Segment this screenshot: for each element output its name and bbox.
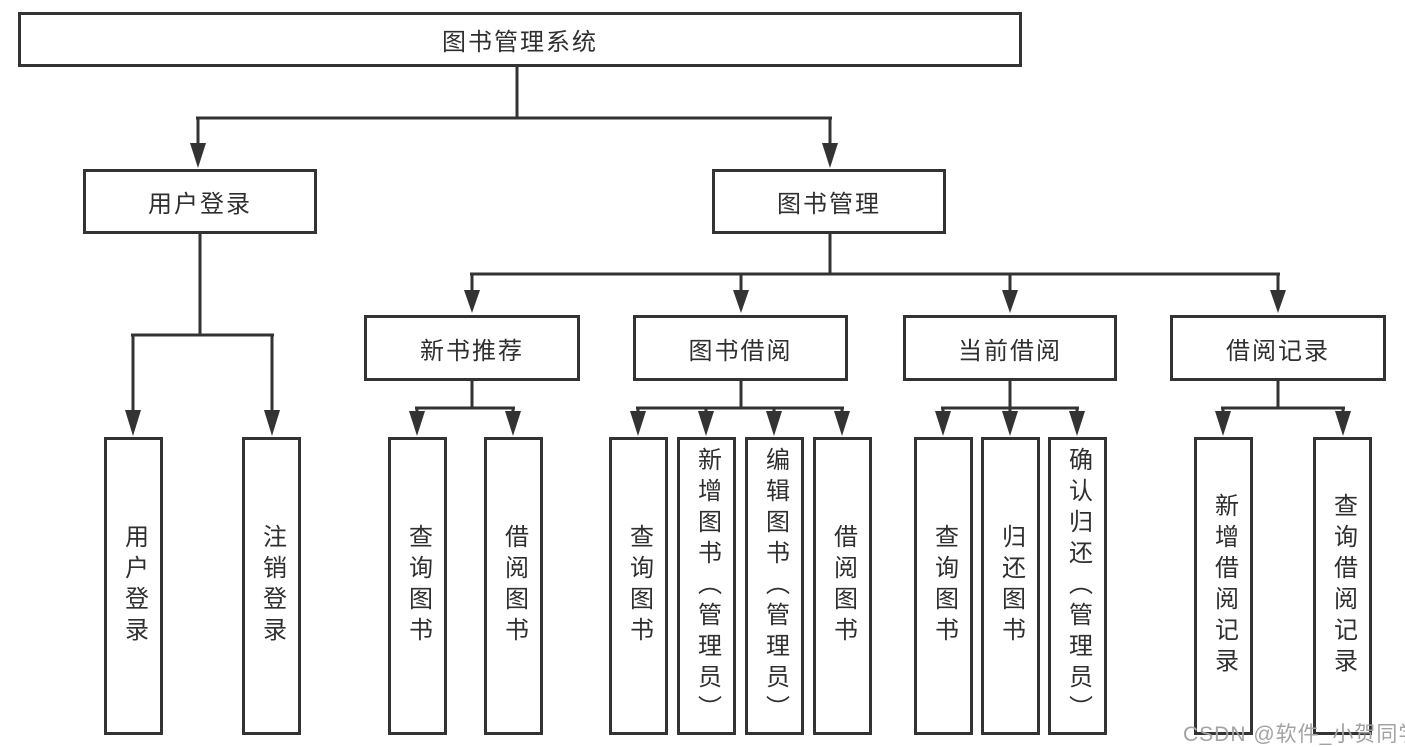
leaf-logout-label: 注销登录 (258, 524, 286, 648)
node-new-book-recommend: 新书推荐 (364, 315, 580, 381)
leaf-borrowing-borrow-books: 借阅图书 (813, 437, 872, 735)
leaf-current-return-books: 归还图书 (981, 437, 1040, 735)
leaf-borrowing-add-books-admin-label: 新增图书（管理员） (693, 446, 721, 726)
node-book-borrowing: 图书借阅 (633, 315, 848, 381)
leaf-current-confirm-return-admin: 确认归还（管理员） (1048, 437, 1107, 735)
node-current-borrowing: 当前借阅 (903, 315, 1117, 381)
node-current-borrowing-label: 当前借阅 (958, 337, 1062, 365)
leaf-records-query-record: 查询借阅记录 (1313, 437, 1372, 735)
leaf-recommend-query-books: 查询图书 (388, 437, 447, 735)
leaf-user-login: 用户登录 (104, 437, 163, 735)
leaf-recommend-query-books-label: 查询图书 (404, 524, 432, 648)
leaf-borrowing-borrow-books-label: 借阅图书 (829, 524, 857, 648)
leaf-records-query-record-label: 查询借阅记录 (1329, 493, 1357, 679)
leaf-recommend-borrow-books: 借阅图书 (484, 437, 543, 735)
leaf-logout: 注销登录 (242, 437, 301, 735)
leaf-current-confirm-return-admin-label: 确认归还（管理员） (1064, 446, 1092, 726)
node-root: 图书管理系统 (18, 12, 1022, 67)
leaf-borrowing-edit-books-admin: 编辑图书（管理员） (745, 437, 804, 735)
node-book-management-label: 图书管理 (777, 191, 881, 218)
node-root-label: 图书管理系统 (442, 29, 598, 56)
node-book-management: 图书管理 (712, 169, 946, 234)
node-user-login: 用户登录 (83, 169, 317, 234)
leaf-current-query-books: 查询图书 (914, 437, 973, 735)
leaf-current-query-books-label: 查询图书 (930, 524, 958, 648)
arrowheads (125, 143, 1351, 436)
leaf-records-add-record: 新增借阅记录 (1194, 437, 1253, 735)
node-new-book-recommend-label: 新书推荐 (420, 337, 524, 365)
leaf-borrowing-query-books-label: 查询图书 (625, 524, 653, 648)
leaf-records-add-record-label: 新增借阅记录 (1210, 493, 1238, 679)
node-borrowing-records: 借阅记录 (1170, 315, 1386, 381)
node-user-login-label: 用户登录 (148, 191, 252, 218)
leaf-user-login-label: 用户登录 (120, 524, 148, 648)
leaf-borrowing-add-books-admin: 新增图书（管理员） (677, 437, 736, 735)
leaf-borrowing-query-books: 查询图书 (609, 437, 668, 735)
csdn-watermark: CSDN @软件_小贺同学 (1183, 723, 1405, 746)
leaf-current-return-books-label: 归还图书 (997, 524, 1025, 648)
leaf-recommend-borrow-books-label: 借阅图书 (500, 524, 528, 648)
node-book-borrowing-label: 图书借阅 (688, 337, 793, 365)
leaf-borrowing-edit-books-admin-label: 编辑图书（管理员） (761, 446, 789, 726)
node-borrowing-records-label: 借阅记录 (1226, 337, 1330, 365)
